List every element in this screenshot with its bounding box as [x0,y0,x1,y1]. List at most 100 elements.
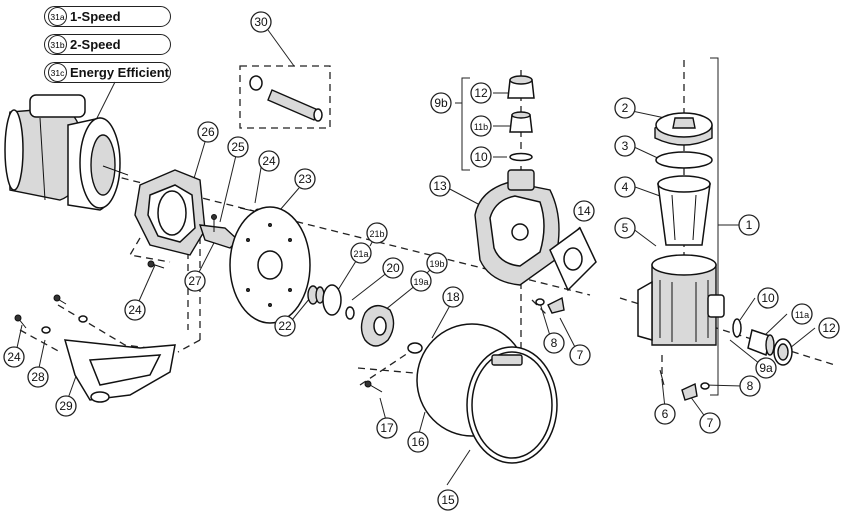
callout-circle [470,82,492,104]
callout-c25: 25 [227,136,249,158]
callout-c29: 29 [55,395,77,417]
callout-text: 21b [369,229,384,239]
callout-c18: 18 [442,286,464,308]
strainer-lid [654,112,713,146]
union-fittings-right [732,318,793,366]
callout-text: 30 [254,15,268,29]
callout-text: 23 [298,172,312,186]
callout-text: 16 [411,435,425,449]
strainer-basket [657,175,711,246]
callout-text: 22 [278,319,292,333]
callout-c20: 20 [382,257,404,279]
callout-circle [410,270,432,292]
pump-housing [474,169,560,286]
callout-c24c: 24 [3,346,25,368]
callout-c30: 30 [250,11,272,33]
callout-c4: 4 [614,176,636,198]
callout-text: 26 [201,125,215,139]
shaft-kit [249,75,323,122]
legend-item-energy-efficient: 31c Energy Efficient [44,62,171,83]
callout-circle [350,242,372,264]
callout-text: 10 [474,150,488,164]
callout-text: 24 [7,350,21,364]
callout-c6: 6 [654,403,676,425]
callout-text: 12 [822,321,836,335]
motor-support [63,339,176,403]
callout-circle [755,357,777,379]
callout-c10a: 10 [757,287,779,309]
callout-c12b: 12 [470,82,492,104]
callout-c14: 14 [573,200,595,222]
callout-text: 1 [746,218,753,232]
callout-text: 24 [128,303,142,317]
callout-c7b: 7 [699,412,721,434]
callout-circle [614,97,636,119]
callout-circle [184,270,206,292]
callout-circle [197,121,219,143]
screw-17 [364,380,383,393]
callout-text: 8 [551,336,558,350]
callout-circle [426,252,448,274]
callout-circle [274,315,296,337]
callout-text: 9b [434,96,448,110]
callout-circle [569,344,591,366]
legend-label: 1-Speed [70,9,121,24]
callout-circle [437,489,459,511]
callout-c15: 15 [437,489,459,511]
legend-code: 31b [48,35,67,54]
drain-plug-left [535,296,565,314]
callout-labels: 12345677889a9b101011a11b1212131415161718… [3,11,840,511]
callout-circle [791,303,813,325]
callout-c1: 1 [738,214,760,236]
callout-circle [739,375,761,397]
callout-circle [818,317,840,339]
callout-text: 7 [707,416,714,430]
lid-o-ring [655,151,713,169]
callout-c27: 27 [184,270,206,292]
o-ring-18 [407,342,423,354]
callout-c28: 28 [27,366,49,388]
callout-c17: 17 [376,417,398,439]
callout-circle [55,395,77,417]
callout-circle [430,92,452,114]
callout-text: 27 [188,274,202,288]
callout-c23: 23 [294,168,316,190]
callout-circle [376,417,398,439]
callout-text: 9a [759,361,773,375]
callout-c10b: 10 [470,146,492,168]
callout-circle [258,150,280,172]
callout-c26: 26 [197,121,219,143]
seal-plate [134,169,206,256]
callout-circle [429,175,451,197]
callout-text: 3 [622,139,629,153]
callout-text: 28 [31,370,45,384]
callout-text: 17 [380,421,394,435]
callout-c13: 13 [429,175,451,197]
callout-text: 12 [474,86,488,100]
callout-circle [227,136,249,158]
callout-circle [124,299,146,321]
impeller [307,284,395,347]
callout-c16: 16 [407,431,429,453]
callout-text: 10 [761,291,775,305]
legend-item-1-speed: 31a 1-Speed [44,6,171,27]
callout-text: 2 [622,101,629,115]
callout-circle [382,257,404,279]
callout-circle [614,135,636,157]
callout-circle [543,332,565,354]
callout-circle [470,115,492,137]
callout-text: 21a [353,249,368,259]
callout-c7a: 7 [569,344,591,366]
callout-circle [757,287,779,309]
callout-text: 24 [262,154,276,168]
diffuser [229,206,311,324]
callout-c2: 2 [614,97,636,119]
legend-code: 31c [48,63,67,82]
legend-label: 2-Speed [70,37,121,52]
callout-c24b: 24 [124,299,146,321]
union-fittings-top [507,75,535,162]
callout-c19a: 19a [410,270,432,292]
callout-text: 7 [577,348,584,362]
callout-c9a: 9a [755,357,777,379]
